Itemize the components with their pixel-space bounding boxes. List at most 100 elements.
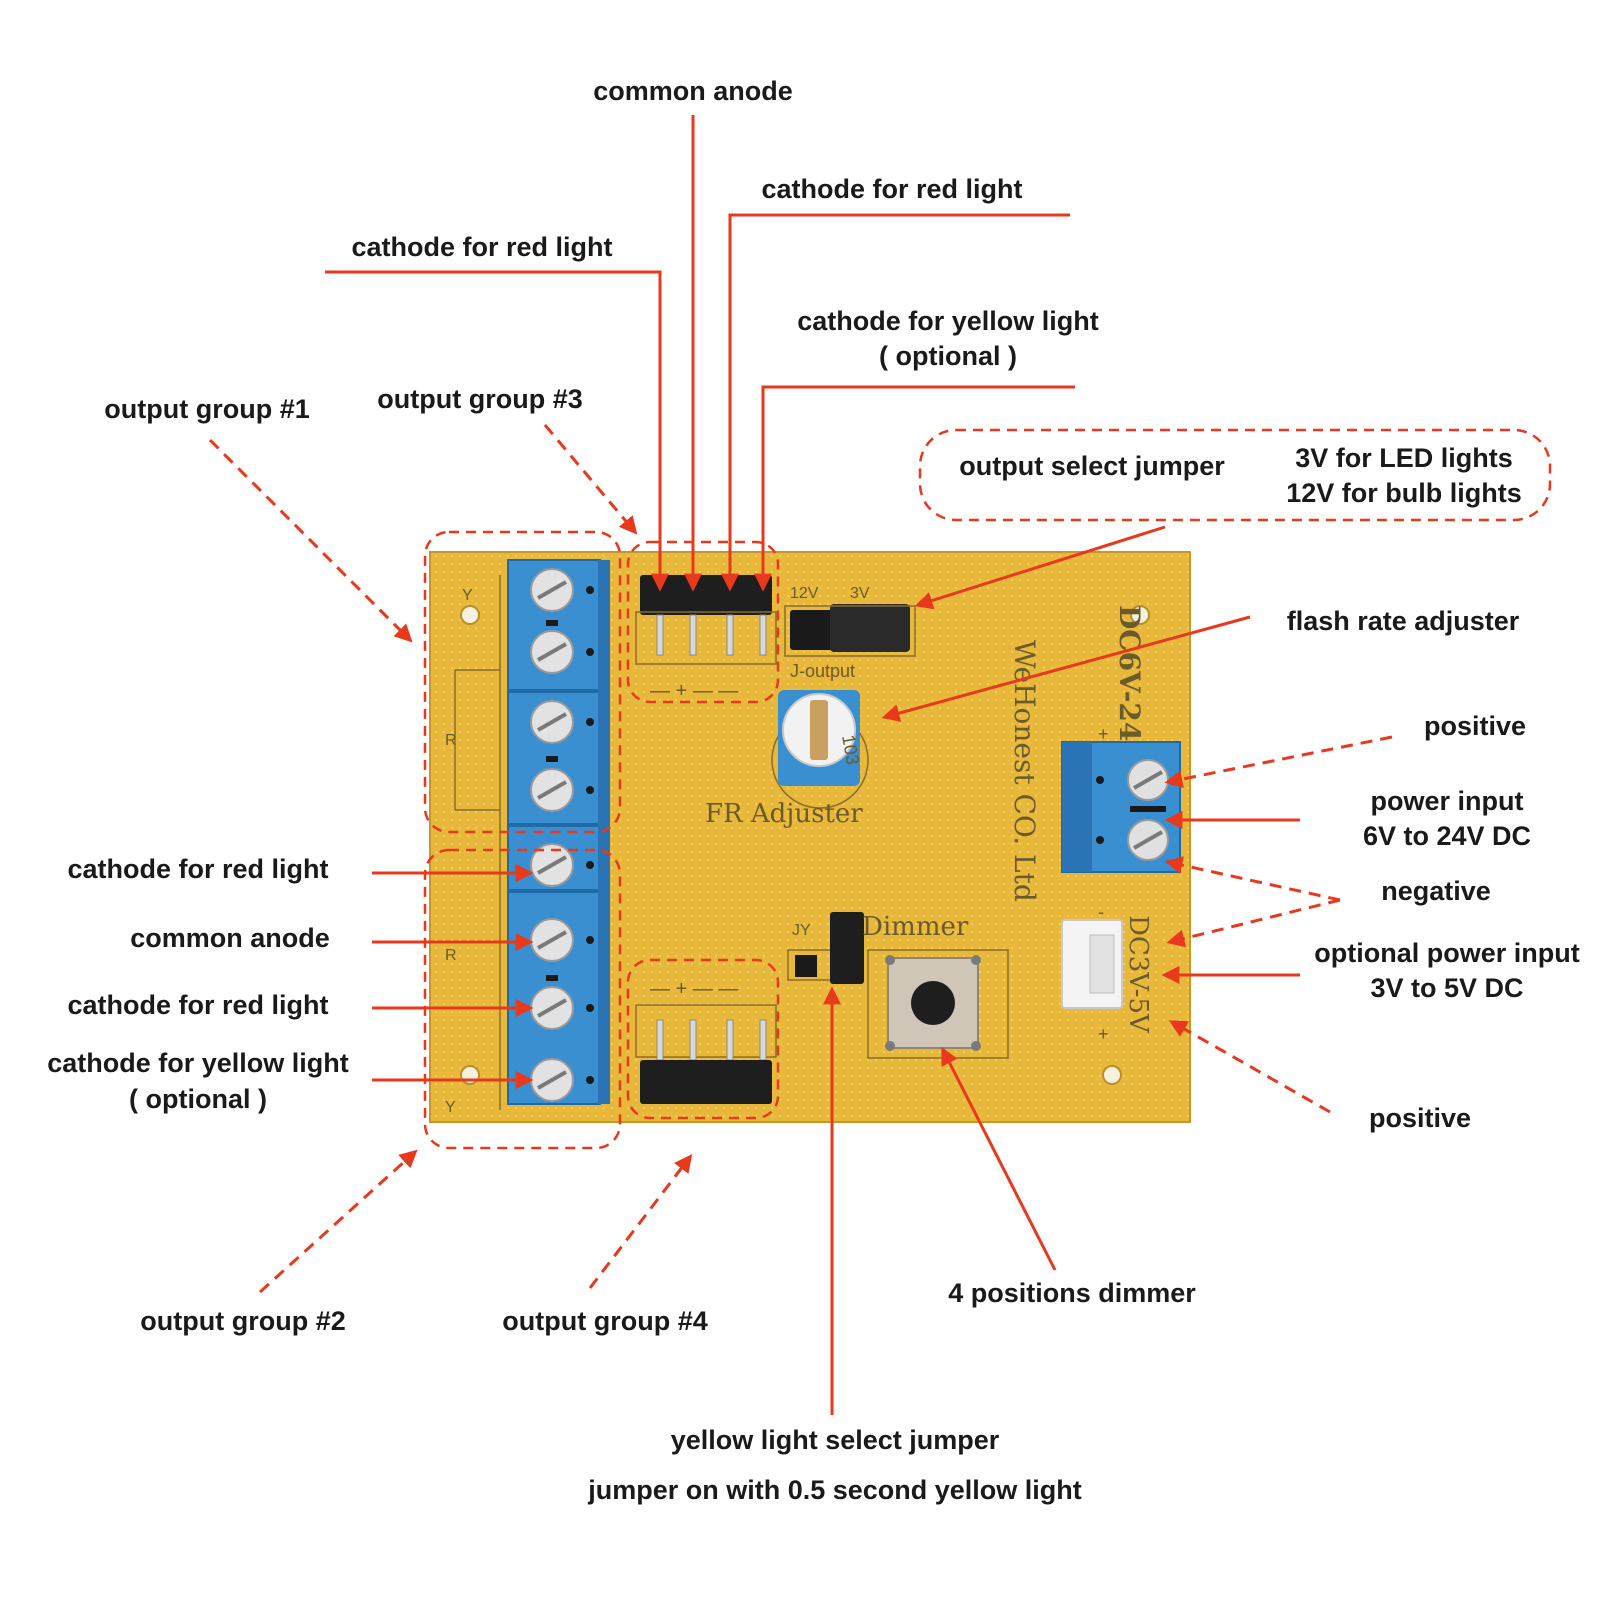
pin-header-top: — + — — (635, 575, 777, 702)
label-power-input-2: 6V to 24V DC (1363, 821, 1531, 851)
header-pin (726, 614, 734, 656)
label-cathode-red-top-left: cathode for red light (351, 232, 612, 262)
power-terminal-divider (1130, 806, 1166, 812)
pin-header-bottom: — + — — (635, 978, 777, 1104)
jumper-base (790, 610, 840, 650)
label-common-anode-top: common anode (593, 76, 793, 106)
header-pin (759, 1019, 767, 1061)
terminal-screw-slot (537, 855, 567, 875)
label-yellow-select-jumper-2: jumper on with 0.5 second yellow light (587, 1475, 1082, 1505)
outline-output-select-jumper (918, 428, 1552, 522)
label-cathode-yellow-left-2: ( optional ) (129, 1084, 267, 1114)
terminal-hole (586, 586, 594, 594)
terminal-hole (586, 718, 594, 726)
silk-dc-low: DC3V-5V (1123, 915, 1153, 1034)
pcb-board: Y R R Y — + — — 12V 3V J-output (429, 551, 1191, 1123)
label-cathode-red-top-right: cathode for red light (761, 174, 1022, 204)
dashed-leader-lines (208, 424, 1393, 1294)
silk-3v: 3V (850, 585, 870, 602)
label-4-positions-dimmer: 4 positions dimmer (948, 1278, 1196, 1308)
power-screw-positive-slot (1133, 770, 1163, 790)
label-negative: negative (1381, 876, 1491, 906)
label-cathode-yellow-top-2: ( optional ) (879, 341, 1017, 371)
silk-jumper-box (784, 605, 916, 657)
leader-positive-top (1164, 735, 1393, 788)
silk-y-top: Y (462, 587, 473, 604)
power-terminal (1061, 741, 1181, 873)
silk-header-bottom (635, 1004, 777, 1058)
terminal-divider (546, 620, 558, 626)
header-pin (689, 614, 697, 656)
terminal-hole (586, 861, 594, 869)
leader-cathode-yellow-top (754, 385, 1075, 592)
label-output-group-4: output group #4 (502, 1306, 707, 1336)
power-terminal-side (1062, 742, 1092, 872)
pin-header-top-body (640, 575, 772, 615)
mount-hole-bottom-right (1102, 1065, 1122, 1085)
header-pin (759, 614, 767, 656)
optional-power-connector (1061, 919, 1123, 1009)
silk-jy: JY (792, 922, 811, 939)
jumper-cap (830, 604, 910, 652)
label-flash-rate-adjuster: flash rate adjuster (1287, 606, 1520, 636)
label-cathode-yellow-top-1: cathode for yellow light (797, 306, 1099, 336)
header-pin (726, 1019, 734, 1061)
silk-plus-top: + (1098, 724, 1109, 744)
terminal-screw-slot (537, 930, 567, 950)
label-power-input-1: power input (1371, 786, 1524, 816)
silk-y-bottom: Y (445, 1099, 456, 1116)
leader-output-group-1 (208, 438, 413, 643)
leader-dimmer (941, 1046, 1057, 1271)
header-pin (656, 614, 664, 656)
label-cathode-red-left-2: cathode for red light (67, 990, 328, 1020)
connector-slot (1089, 934, 1115, 994)
silk-brand: WeHonest CO. Ltd (1008, 640, 1041, 902)
silk-header-top (635, 611, 777, 665)
header-pin (689, 1019, 697, 1061)
label-yellow-select-jumper-1: yellow light select jumper (671, 1425, 1000, 1455)
label-cathode-red-left-1: cathode for red light (67, 854, 328, 884)
terminal-screw-slot (537, 1070, 567, 1090)
silk-12v: 12V (790, 585, 819, 602)
potentiometer: 103 FR Adjuster (705, 690, 869, 829)
power-terminal-dot-2 (1096, 836, 1104, 844)
terminal-screw-slot (537, 998, 567, 1018)
terminal-side (598, 560, 610, 1104)
leader-output-select-jumper (914, 525, 1166, 610)
label-cathode-yellow-left-1: cathode for yellow light (47, 1048, 349, 1078)
pin-header-top-pins (656, 614, 767, 656)
leader-positive-bottom (1168, 1020, 1331, 1114)
jy-jumper-cap (830, 912, 864, 984)
terminal-screw-slot (537, 642, 567, 662)
leader-cathode-red-top-left (325, 270, 669, 592)
terminal-screw-slot (537, 580, 567, 600)
power-terminal-dot-1 (1096, 776, 1104, 784)
silk-outline-left (454, 575, 501, 1110)
label-common-anode-left: common anode (130, 923, 330, 953)
yellow-select-jumper: JY Dimmer (787, 912, 969, 984)
leader-flash-rate (881, 615, 1251, 722)
output-select-jumper: 12V 3V J-output (784, 585, 916, 681)
switch-pin-1 (885, 955, 895, 965)
switch-pin-2 (971, 955, 981, 965)
label-output-select-jumper: output select jumper (959, 451, 1225, 481)
outline-output-group-2 (423, 848, 622, 1150)
terminal-divider (546, 756, 558, 762)
leader-lines (325, 115, 1300, 1415)
terminal-hole (586, 936, 594, 944)
pot-slot (810, 700, 828, 760)
jy-pin-base (795, 955, 817, 977)
leader-negative-terminal (1164, 856, 1341, 902)
outline-output-group-3 (626, 540, 780, 704)
silk-fr-adjuster: FR Adjuster (705, 799, 863, 829)
silk-r-bottom: R (445, 947, 457, 964)
silk-plus-bottom: + (1098, 1024, 1109, 1044)
mount-hole-top-left (460, 605, 480, 625)
leader-negative-connector (1166, 898, 1341, 948)
mount-hole-top-right (1130, 605, 1150, 625)
label-output-group-3: output group #3 (377, 384, 582, 414)
silk-r-top: R (445, 732, 457, 749)
header-pin (656, 1019, 664, 1061)
switch-pin-4 (971, 1041, 981, 1051)
silk-header-bottom-signs: — + — — (650, 978, 738, 1000)
